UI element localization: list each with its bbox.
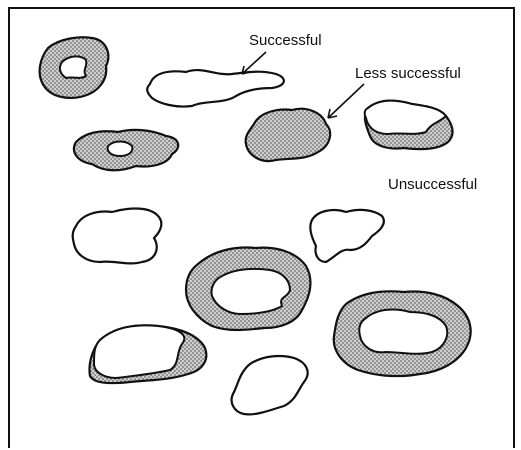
cell-less-successful [246,109,331,161]
label-unsuccessful: Unsuccessful [388,176,477,193]
cell-ring-mid-left [74,130,178,170]
cell-ring-bottom-right [334,291,471,376]
cell-successful [147,70,284,106]
label-successful: Successful [249,32,322,49]
cell-ring-center [186,248,310,330]
cell-ring-top-left [40,37,109,98]
cell-outline-bottom [232,356,308,414]
cell-partial-top-right [365,101,453,149]
arrow-less-successful [328,84,364,118]
cell-partial-bottom-left [89,325,206,383]
cell-outline-right [310,210,384,262]
cell-outline-left [73,209,162,264]
label-less-successful: Less successful [355,65,461,82]
